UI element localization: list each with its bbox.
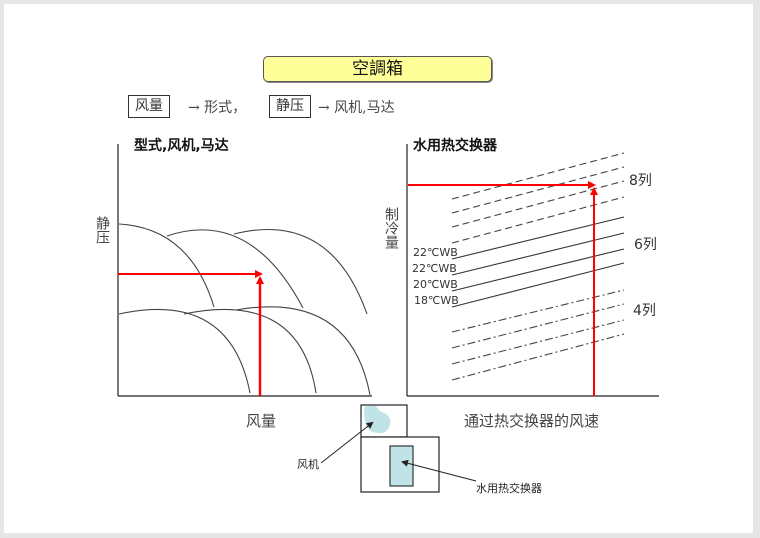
static-pressure-arrow-text: → 风机,马达 (318, 100, 395, 116)
right-chart-operating-point-arrows (408, 181, 598, 396)
fan-label: 风机 (297, 458, 319, 471)
right-chart-title: 水用热交换器 (413, 138, 497, 154)
right-chart-xlabel: 通过热交换器的风速 (464, 412, 600, 430)
left-chart-ylabel: 静压 (94, 216, 110, 244)
row-label-6: 6列 (634, 237, 657, 253)
row-4-lines (451, 289, 625, 381)
coil-pointer (401, 459, 477, 482)
wb-label-2: 22℃WB (412, 262, 457, 275)
wb-label-1: 22℃WB (413, 246, 458, 259)
right-chart-axes (406, 144, 659, 397)
airflow-box: 风量 (128, 95, 170, 118)
row-6-lines (451, 216, 625, 308)
fan-curves (118, 223, 371, 396)
wb-label-4: 18℃WB (414, 294, 459, 307)
right-chart-ylabel: 制冷量 (383, 207, 399, 249)
row-label-4: 4列 (633, 303, 656, 319)
row-8-lines (451, 152, 625, 244)
airflow-arrow-text: → 形式， (188, 100, 247, 116)
left-chart-xlabel: 风量 (246, 412, 277, 430)
air-handler-schematic (320, 404, 477, 493)
left-chart-axes (117, 144, 372, 397)
wb-label-3: 20℃WB (413, 278, 458, 291)
coil-icon (389, 445, 414, 487)
left-chart-title: 型式,风机,马达 (134, 138, 229, 154)
row-label-8: 8列 (629, 173, 652, 189)
fan-pointer (320, 421, 374, 464)
left-chart-operating-point-arrows (118, 270, 264, 396)
static-pressure-box: 静压 (269, 95, 311, 118)
coil-label: 水用热交换器 (476, 482, 542, 495)
slide-title: 空調箱 (263, 56, 492, 82)
